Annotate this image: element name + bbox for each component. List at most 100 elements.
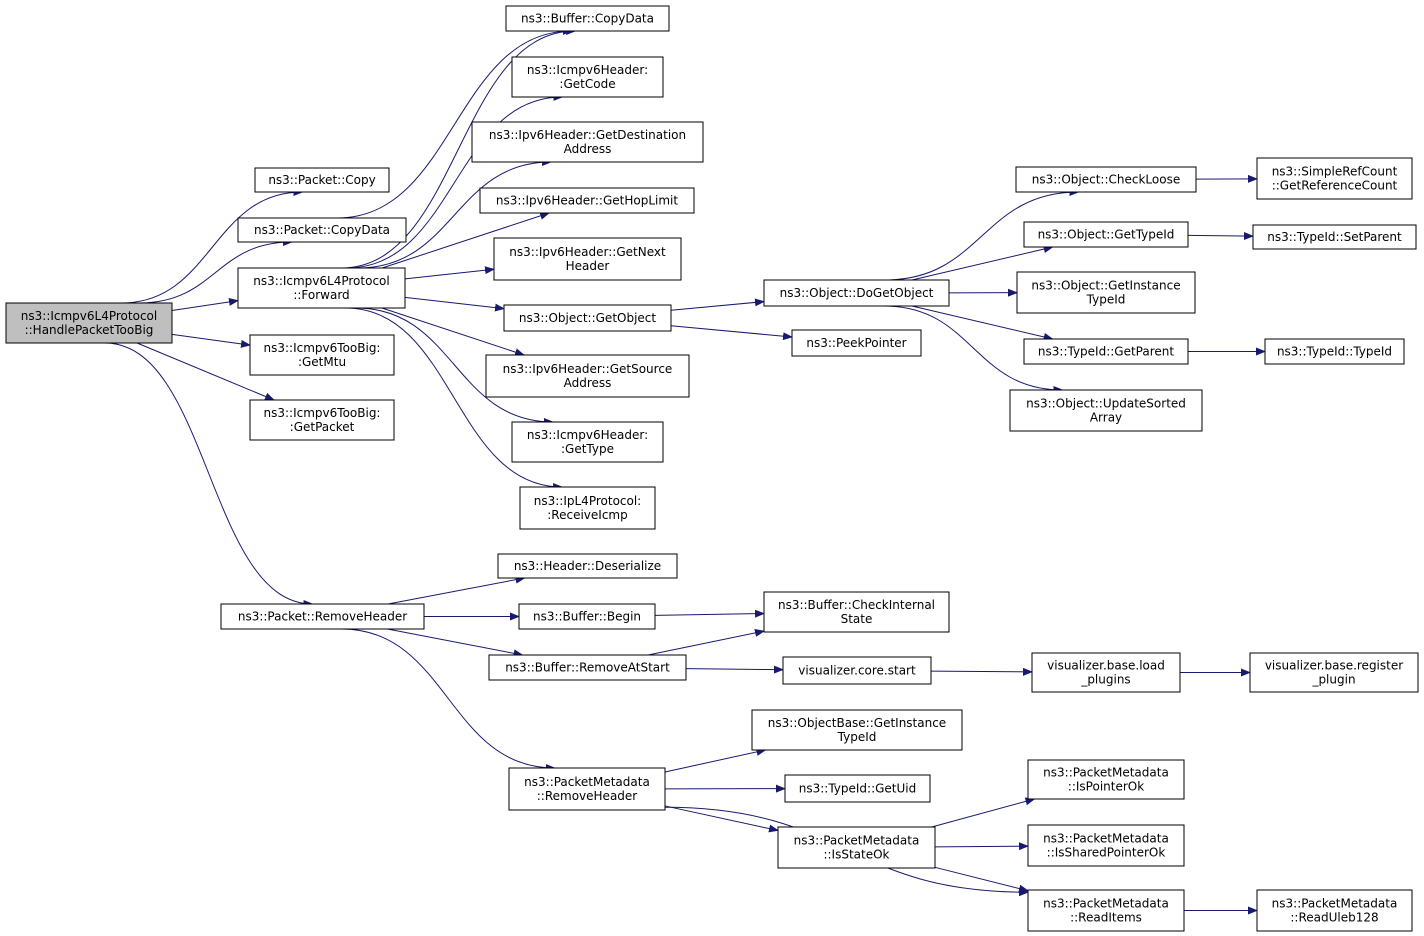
edge-forward-to-getsource bbox=[381, 307, 525, 356]
edge-line bbox=[356, 307, 554, 426]
edge-line bbox=[911, 305, 1054, 341]
node-box bbox=[1031, 652, 1181, 693]
edge-dogetobject-to-updatesorted bbox=[884, 305, 1064, 394]
node-root[interactable]: ns3::Icmpv6L4Protocol::HandlePacketTooBi… bbox=[5, 302, 173, 344]
node-label: ns3::IpL4Protocol: bbox=[534, 494, 641, 508]
edge-line bbox=[136, 342, 275, 401]
node-label: :GetType bbox=[561, 442, 614, 456]
edge-line bbox=[647, 628, 765, 656]
node-isstateok[interactable]: ns3::PacketMetadata::IsStateOk bbox=[777, 826, 936, 869]
node-gettype[interactable]: ns3::Icmpv6Header::GetType bbox=[511, 421, 664, 463]
node-getobject[interactable]: ns3::Object::GetObject bbox=[503, 304, 672, 332]
node-checkloose[interactable]: ns3::Object::CheckLoose bbox=[1015, 166, 1197, 193]
node-box bbox=[1023, 221, 1189, 248]
node-getrefcount[interactable]: ns3::SimpleRefCount::GetReferenceCount bbox=[1256, 157, 1413, 200]
node-getuid[interactable]: ns3::TypeId::GetUid bbox=[784, 774, 931, 803]
node-label: ns3::Icmpv6Header: bbox=[527, 63, 648, 77]
node-removeheader[interactable]: ns3::Packet::RemoveHeader bbox=[220, 603, 425, 630]
node-label: ::ReadItems bbox=[1070, 911, 1142, 925]
node-forward[interactable]: ns3::Icmpv6L4Protocol::Forward bbox=[237, 267, 406, 309]
node-deserialize[interactable]: ns3::Header::Deserialize bbox=[497, 553, 678, 579]
node-label: :ReceiveIcmp bbox=[547, 508, 627, 522]
edge-dogetobject-to-getparent bbox=[911, 305, 1054, 341]
edge-line bbox=[654, 609, 765, 618]
edge-line bbox=[884, 305, 1064, 394]
node-readitems[interactable]: ns3::PacketMetadata::ReadItems bbox=[1027, 889, 1185, 932]
edge-pcopydata-to-bcopydata bbox=[337, 27, 573, 219]
edge-line bbox=[664, 748, 767, 773]
node-label: _plugin bbox=[1311, 673, 1355, 687]
edge-getobject-to-peekpointer bbox=[670, 325, 793, 341]
node-getpacket[interactable]: ns3::Icmpv6TooBig::GetPacket bbox=[249, 399, 395, 441]
node-gethop[interactable]: ns3::Ipv6Header::GetHopLimit bbox=[479, 187, 695, 214]
node-label: visualizer.core.start bbox=[798, 664, 916, 678]
node-box bbox=[763, 279, 950, 307]
node-label: ::Forward bbox=[293, 288, 349, 302]
node-box bbox=[485, 354, 690, 398]
node-box bbox=[751, 709, 963, 751]
node-box bbox=[1256, 157, 1413, 200]
edge-line bbox=[104, 342, 314, 608]
node-readuleb[interactable]: ns3::PacketMetadata::ReadUleb128 bbox=[1256, 889, 1413, 932]
node-label: ns3::Packet::RemoveHeader bbox=[238, 610, 407, 624]
node-label: ns3::Object::GetInstance bbox=[1031, 279, 1180, 293]
node-label: TypeId bbox=[837, 730, 877, 744]
node-label: :GetCode bbox=[559, 77, 615, 91]
edge-line bbox=[404, 266, 495, 280]
node-pcopydata[interactable]: ns3::Packet::CopyData bbox=[237, 217, 407, 243]
node-box bbox=[511, 56, 664, 98]
node-label: ns3::Ipv6Header::GetNext bbox=[509, 245, 666, 259]
edge-forward-to-getcode bbox=[346, 93, 564, 269]
node-box bbox=[249, 334, 395, 376]
node-label: :GetMtu bbox=[298, 355, 346, 369]
node-receiveicmp[interactable]: ns3::IpL4Protocol::ReceiveIcmp bbox=[519, 486, 656, 530]
node-label: ns3::TypeId::SetParent bbox=[1267, 230, 1402, 244]
node-getmtu[interactable]: ns3::Icmpv6TooBig::GetMtu bbox=[249, 334, 395, 376]
node-box bbox=[518, 603, 656, 630]
node-vcorestart[interactable]: visualizer.core.start bbox=[782, 656, 932, 685]
edge-line bbox=[171, 333, 251, 348]
node-removeatstart[interactable]: ns3::Buffer::RemoveAtStart bbox=[488, 654, 687, 681]
edge-removeatstart-to-checkinternal bbox=[647, 628, 765, 656]
node-setparent[interactable]: ns3::TypeId::SetParent bbox=[1252, 224, 1417, 250]
node-bcopydata[interactable]: ns3::Buffer::CopyData bbox=[505, 5, 670, 32]
node-label: ns3::Object::DoGetObject bbox=[780, 286, 934, 300]
node-getparent[interactable]: ns3::TypeId::GetParent bbox=[1023, 338, 1189, 365]
node-ispointerok[interactable]: ns3::PacketMetadata::IsPointerOk bbox=[1027, 759, 1185, 800]
node-begin[interactable]: ns3::Buffer::Begin bbox=[518, 603, 656, 630]
node-issharedok[interactable]: ns3::PacketMetadata::IsSharedPointerOk bbox=[1027, 824, 1185, 867]
node-typeid[interactable]: ns3::TypeId::TypeId bbox=[1264, 338, 1405, 365]
node-label: visualizer.base.register bbox=[1265, 659, 1403, 673]
node-ogettypeid[interactable]: ns3::Object::GetTypeId bbox=[1023, 221, 1189, 248]
edge-line bbox=[404, 296, 505, 312]
edge-forward-to-getobject bbox=[404, 296, 505, 312]
edge-removeheader-to-deserialize bbox=[388, 575, 526, 605]
node-copy[interactable]: ns3::Packet::Copy bbox=[254, 167, 390, 193]
node-label: ns3::Packet::Copy bbox=[268, 173, 375, 187]
edge-line bbox=[139, 238, 293, 304]
node-label: ::IsPointerOk bbox=[1068, 780, 1144, 794]
edge-line bbox=[346, 93, 564, 269]
node-label: ::HandlePacketTooBig bbox=[25, 323, 154, 337]
node-label: visualizer.base.load bbox=[1047, 659, 1165, 673]
node-box bbox=[503, 304, 672, 332]
node-label: ns3::Buffer::CheckInternal bbox=[778, 598, 935, 612]
edge-line bbox=[930, 667, 1033, 676]
node-vregplugin[interactable]: visualizer.base.register_plugin bbox=[1249, 652, 1419, 693]
node-vloadplugins[interactable]: visualizer.base.load_plugins bbox=[1031, 652, 1181, 693]
node-peekpointer[interactable]: ns3::PeekPointer bbox=[791, 329, 922, 357]
edge-root-to-getpacket bbox=[136, 342, 275, 401]
node-getcode[interactable]: ns3::Icmpv6Header::GetCode bbox=[511, 56, 664, 98]
edge-forward-to-receiveicmp bbox=[345, 307, 564, 491]
node-dogetobject[interactable]: ns3::Object::DoGetObject bbox=[763, 279, 950, 307]
edge-isstateok-to-ispointerok bbox=[931, 797, 1036, 828]
node-box bbox=[1027, 889, 1185, 932]
node-pmremoveheader[interactable]: ns3::PacketMetadata::RemoveHeader bbox=[508, 767, 666, 811]
